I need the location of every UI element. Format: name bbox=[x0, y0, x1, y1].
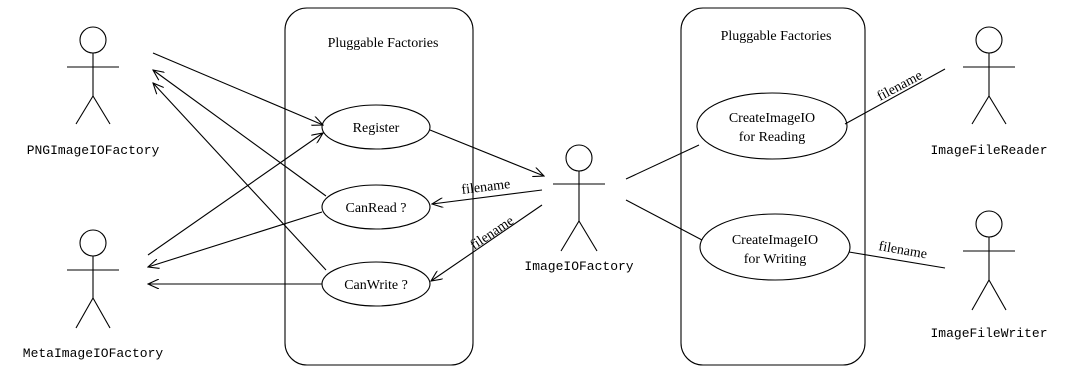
left-boundary: Pluggable Factories bbox=[284, 7, 474, 366]
edge-central-to-create-write bbox=[625, 199, 703, 241]
edge-label-canwrite-filename: filename bbox=[468, 213, 517, 253]
edge-central-to-canread bbox=[432, 189, 543, 204]
actor-reader-icon bbox=[963, 26, 1015, 125]
edge-label-canread-filename: filename bbox=[461, 177, 511, 198]
edge-canwrite-to-png bbox=[153, 83, 327, 271]
usecase-create-write: CreateImageIO for Writing bbox=[699, 213, 851, 281]
left-boundary-title: Pluggable Factories bbox=[328, 36, 439, 51]
edge-create-write-to-writer bbox=[848, 251, 946, 269]
actor-central-label: ImageIOFactory bbox=[524, 259, 633, 274]
usecase-create-read-line2: for Reading bbox=[739, 130, 805, 145]
usecase-create-read-line1: CreateImageIO bbox=[729, 111, 815, 126]
actor-reader-label: ImageFileReader bbox=[930, 143, 1047, 158]
usecase-create-write-line1: CreateImageIO bbox=[732, 233, 818, 248]
usecase-register: Register bbox=[321, 104, 431, 150]
edge-label-reader-filename: filename bbox=[875, 68, 925, 104]
usecase-canread: CanRead ? bbox=[321, 184, 431, 230]
usecase-canread-label: CanRead ? bbox=[345, 201, 406, 216]
edge-canread-to-png bbox=[153, 70, 327, 197]
usecase-create-write-line2: for Writing bbox=[744, 252, 807, 267]
edge-central-to-canwrite bbox=[431, 204, 543, 281]
usecase-register-label: Register bbox=[353, 121, 400, 136]
right-boundary: Pluggable Factories bbox=[680, 7, 866, 366]
edge-png-to-register bbox=[152, 52, 323, 125]
actor-png-icon bbox=[67, 26, 119, 125]
usecase-canwrite: CanWrite ? bbox=[321, 261, 431, 307]
edge-create-read-to-reader bbox=[844, 68, 946, 125]
right-boundary-title: Pluggable Factories bbox=[721, 29, 832, 44]
actor-central-icon bbox=[553, 144, 605, 252]
actor-png-label: PNGImageIOFactory bbox=[27, 143, 160, 158]
edge-label-writer-filename: filename bbox=[877, 239, 928, 262]
associations bbox=[147, 52, 946, 284]
edge-central-to-create-read bbox=[625, 144, 700, 180]
usecase-canwrite-label: CanWrite ? bbox=[344, 278, 408, 293]
edge-register-to-central bbox=[429, 129, 544, 176]
actor-meta-icon bbox=[67, 229, 119, 329]
usecase-create-read: CreateImageIO for Reading bbox=[696, 92, 848, 160]
actor-writer-icon bbox=[963, 210, 1015, 311]
edge-canread-to-meta bbox=[148, 211, 323, 267]
actor-writer-label: ImageFileWriter bbox=[930, 326, 1047, 341]
edge-meta-to-register bbox=[147, 133, 323, 256]
actor-meta-label: MetaImageIOFactory bbox=[23, 346, 164, 361]
